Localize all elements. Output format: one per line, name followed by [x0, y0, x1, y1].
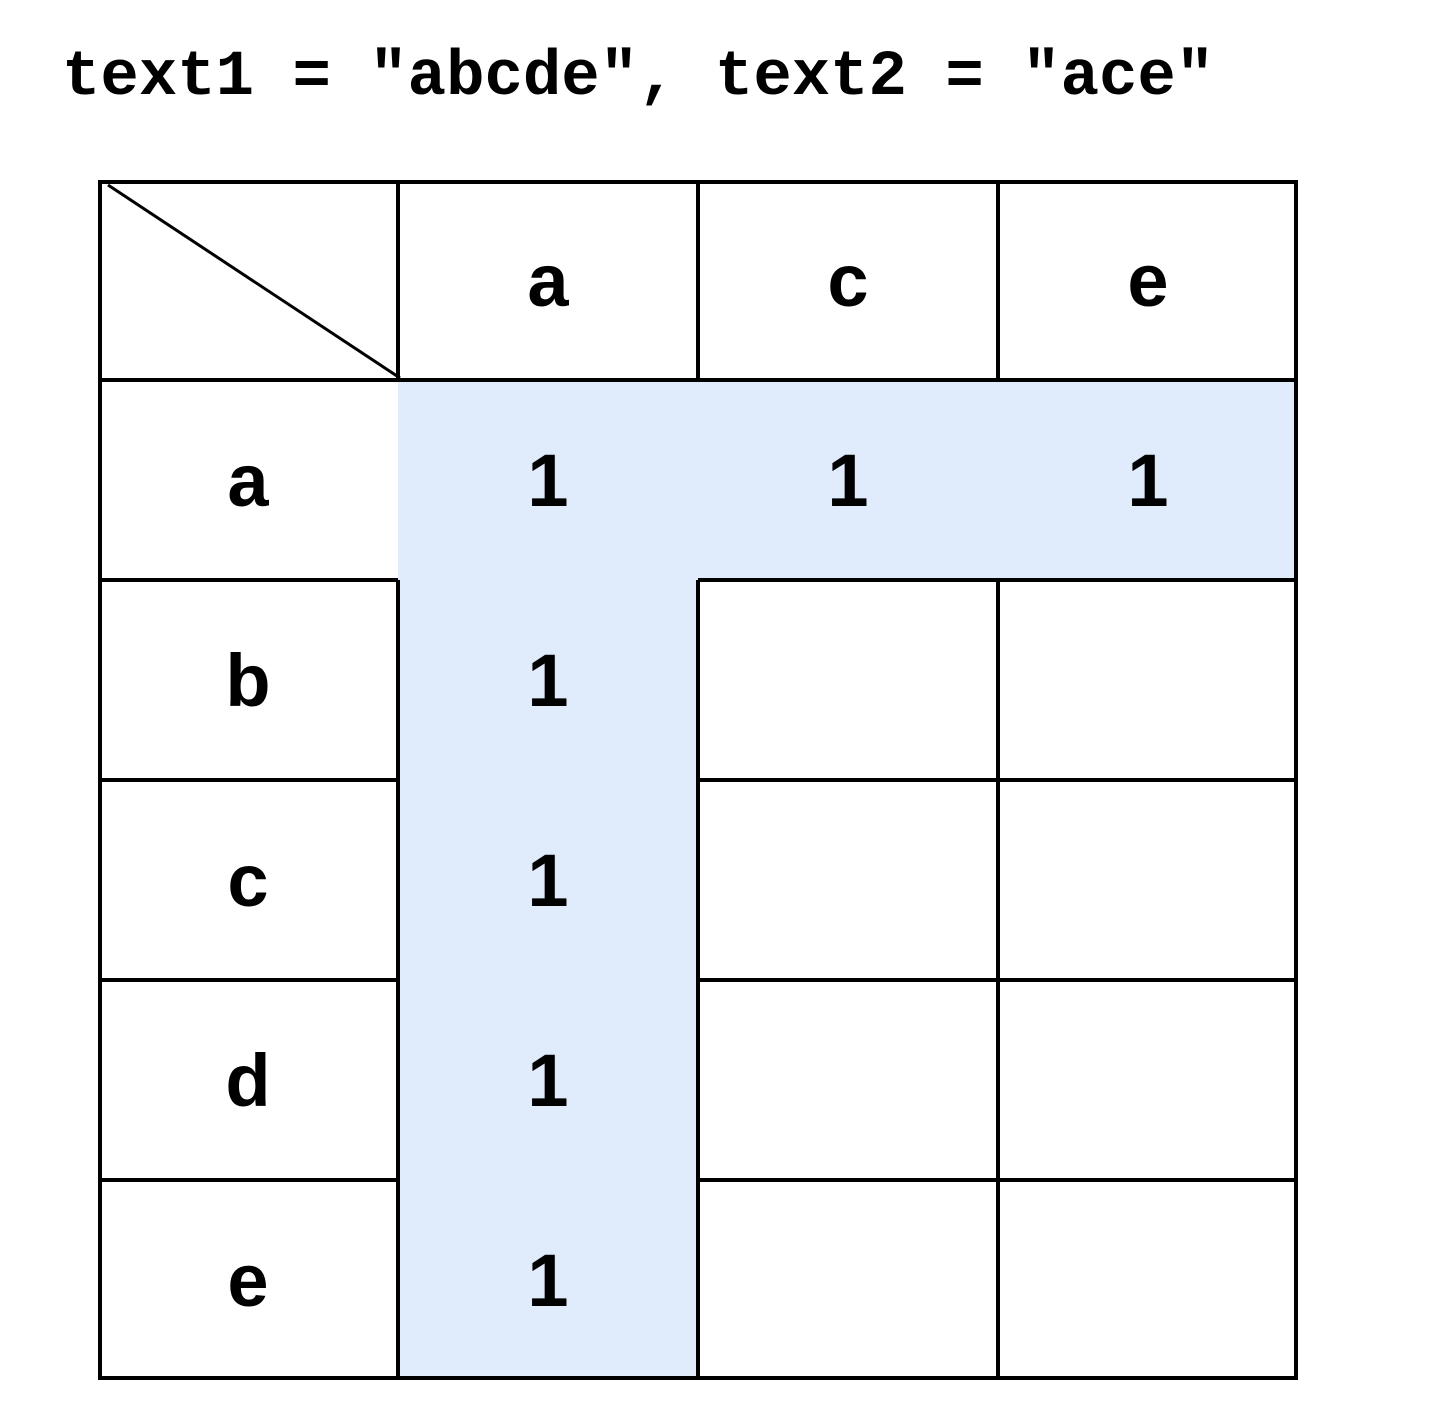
table-cell: 1 [398, 580, 698, 780]
table-cell [698, 980, 998, 1180]
table-cell [698, 580, 998, 780]
table-cell [998, 980, 1298, 1180]
table-cell [698, 1180, 998, 1380]
table-cell [998, 580, 1298, 780]
column-header-label: e [1127, 238, 1169, 322]
column-header-label: c [827, 238, 869, 322]
table-cell [698, 780, 998, 980]
table-cell: 1 [698, 380, 998, 580]
row-header-label: a [227, 438, 269, 522]
row-header-d: d [98, 980, 398, 1180]
table-cell [998, 1180, 1298, 1380]
cell-value: 1 [527, 1238, 569, 1322]
table-cell: 1 [398, 980, 698, 1180]
table-cell: 1 [398, 1180, 698, 1380]
table-cell: 1 [998, 380, 1298, 580]
cell-value: 1 [527, 1038, 569, 1122]
column-header-label: a [527, 238, 569, 322]
row-header-a: a [98, 380, 398, 580]
table-cell [998, 780, 1298, 980]
dp-table: a c e a b c d e 1 1 1 1 1 1 1 [98, 180, 1298, 1380]
corner-cell [98, 180, 398, 380]
row-header-label: d [225, 1038, 271, 1122]
cell-value: 1 [527, 838, 569, 922]
cell-value: 1 [1127, 438, 1169, 522]
row-header-label: c [227, 838, 269, 922]
table-cell: 1 [398, 780, 698, 980]
problem-input-heading: text1 = "abcde", text2 = "ace" [62, 42, 1215, 114]
column-header-a: a [398, 180, 698, 380]
row-header-e: e [98, 1180, 398, 1380]
column-header-c: c [698, 180, 998, 380]
cell-value: 1 [527, 438, 569, 522]
row-header-c: c [98, 780, 398, 980]
row-header-label: e [227, 1238, 269, 1322]
column-header-e: e [998, 180, 1298, 380]
cell-value: 1 [827, 438, 869, 522]
table-cell: 1 [398, 380, 698, 580]
cell-value: 1 [527, 638, 569, 722]
row-header-label: b [225, 638, 271, 722]
row-header-b: b [98, 580, 398, 780]
